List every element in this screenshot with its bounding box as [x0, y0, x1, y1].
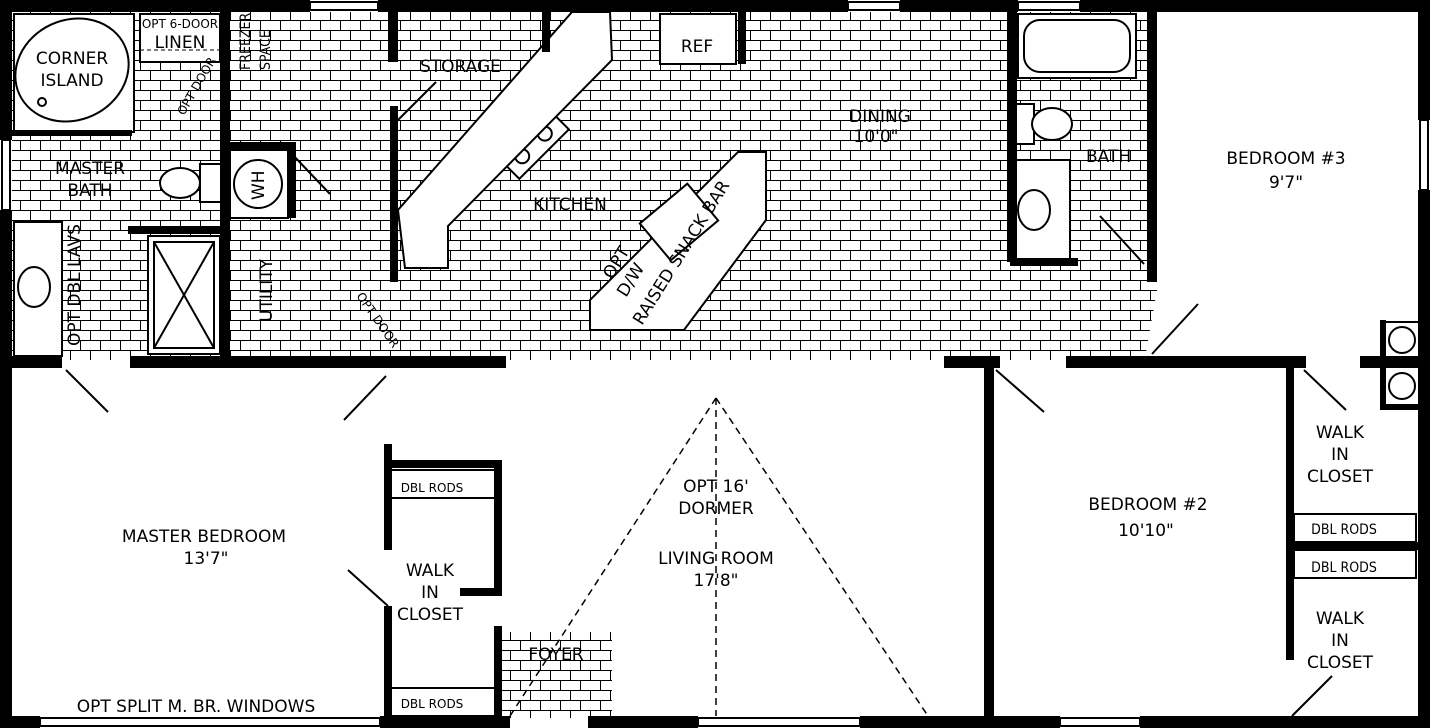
master-bedroom-size: 13'7" — [184, 549, 229, 569]
closet-bottom-label-3: CLOSET — [1307, 653, 1374, 673]
closet-bottom-label-1: WALK — [1316, 609, 1365, 629]
bedroom2-size: 10'10" — [1118, 521, 1174, 541]
master-bedroom-name: MASTER BEDROOM — [122, 527, 286, 547]
kitchen-label: KITCHEN — [533, 195, 607, 215]
dbl-rods-right-2: DBL RODS — [1311, 560, 1377, 576]
doors — [65, 81, 1347, 717]
split-windows-label: OPT SPLIT M. BR. WINDOWS — [77, 697, 316, 717]
closet-top-label-3: CLOSET — [1307, 467, 1374, 487]
dormer-outline — [509, 397, 929, 717]
corner-island-label-1: CORNER — [36, 49, 109, 69]
freezer-label-2: SPACE — [258, 30, 274, 70]
master-bath-label-1: MASTER — [55, 159, 125, 179]
dormer-label-1: OPT 16' — [683, 477, 749, 497]
bedroom3-size: 9'7" — [1269, 173, 1303, 193]
tile-floor — [12, 12, 1418, 718]
utility-label: UTILITY — [257, 258, 277, 322]
closet-master-label-2: IN — [421, 583, 439, 603]
closet-master-label-1: WALK — [406, 561, 455, 581]
linen-label-1: OPT 6-DOOR — [142, 17, 218, 31]
closet-top-label-1: WALK — [1316, 423, 1365, 443]
fixtures — [13, 11, 1421, 717]
storage-label: STORAGE — [420, 57, 501, 77]
wh-label: WH — [249, 170, 269, 200]
closet-master-label-3: CLOSET — [397, 605, 464, 625]
dbl-rods-right-1: DBL RODS — [1311, 522, 1377, 538]
master-bath-label-2: BATH — [67, 181, 112, 201]
dbl-rods-master-bottom: DBL RODS — [401, 697, 464, 711]
living-room-name: LIVING ROOM — [658, 549, 774, 569]
room-labels: CORNER ISLAND OPT 6-DOOR LINEN OPT DOOR … — [36, 13, 1377, 717]
dining-name: DINING — [849, 107, 911, 127]
bedroom3-name: BEDROOM #3 — [1226, 149, 1345, 169]
foyer-label: FOYER — [528, 645, 583, 665]
living-room-size: 17'8" — [694, 571, 739, 591]
dormer-label-2: DORMER — [678, 499, 754, 519]
closet-bottom-label-2: IN — [1331, 631, 1349, 651]
linen-label-2: LINEN — [155, 33, 206, 53]
closet-top-label-2: IN — [1331, 445, 1349, 465]
bedroom2-name: BEDROOM #2 — [1088, 495, 1207, 515]
bath-label: BATH — [1086, 147, 1131, 167]
freezer-label-1: FREEZER — [238, 13, 254, 70]
ref-label: REF — [681, 37, 713, 57]
dining-size: 10'0" — [854, 127, 899, 147]
corner-island-label-2: ISLAND — [40, 71, 103, 91]
opt-dbl-lavs-label: OPT DBL LAVS — [65, 224, 85, 346]
dbl-rods-master-top: DBL RODS — [401, 481, 464, 495]
